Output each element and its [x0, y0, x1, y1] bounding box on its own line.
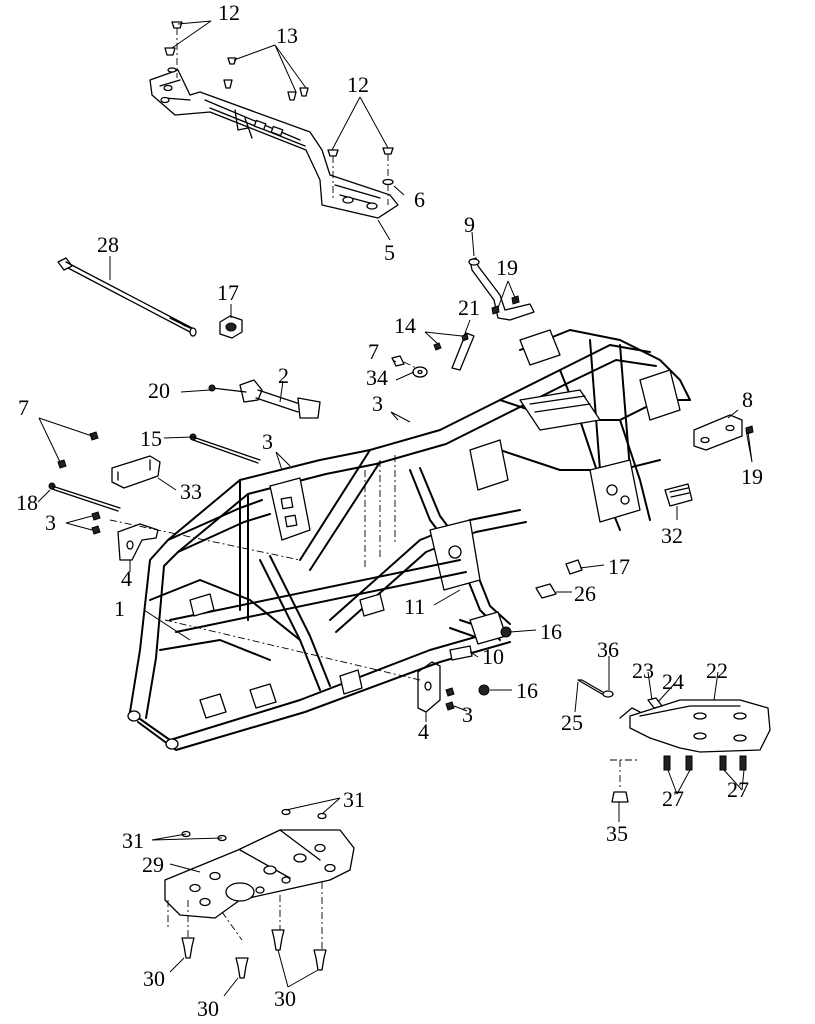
callout-30-right: 30 [274, 986, 296, 1011]
cross-tube [208, 379, 321, 419]
callout-numbers: 12 13 12 6 5 28 17 9 19 21 14 7 34 8 19 … [16, 0, 763, 1021]
callout-2: 2 [278, 363, 289, 388]
main-frame [109, 329, 691, 751]
callout-18: 18 [16, 490, 38, 515]
callout-25: 25 [561, 710, 583, 735]
callout-17-top: 17 [217, 280, 239, 305]
callout-3-left: 3 [45, 510, 56, 535]
callout-27-right: 27 [727, 777, 749, 802]
callout-5: 5 [384, 240, 395, 265]
leader-lines [37, 20, 753, 997]
callout-20: 20 [148, 378, 170, 403]
callout-35: 35 [606, 821, 628, 846]
callout-36: 36 [597, 637, 619, 662]
callout-31-left: 31 [122, 828, 144, 853]
callout-16-upper: 16 [540, 619, 562, 644]
callout-28: 28 [97, 232, 119, 257]
callout-4-right: 4 [418, 719, 429, 744]
callout-21: 21 [458, 295, 480, 320]
long-bolts [48, 433, 261, 512]
callout-34: 34 [366, 365, 388, 390]
side-bracket [693, 414, 754, 451]
callout-12-top: 12 [218, 0, 240, 25]
shift-link-bracket [468, 257, 535, 321]
callout-11: 11 [404, 594, 425, 619]
callout-1: 1 [114, 596, 125, 621]
callout-10: 10 [482, 644, 504, 669]
axle-nut [219, 315, 243, 339]
mount-bracket-4-left [91, 511, 159, 561]
callout-7-mid: 7 [368, 339, 379, 364]
rear-axle-shaft [57, 257, 197, 337]
callout-32: 32 [661, 523, 683, 548]
callout-19-top: 19 [496, 255, 518, 280]
callout-29: 29 [142, 852, 164, 877]
callout-26: 26 [574, 581, 596, 606]
mount-bracket-4-right [417, 661, 455, 713]
callout-19-right: 19 [741, 464, 763, 489]
front-skid-plate [164, 808, 355, 979]
front-rack-bracket [149, 69, 399, 219]
callout-9: 9 [464, 212, 475, 237]
mount-bracket-33 [57, 431, 161, 489]
callout-3-lower: 3 [462, 702, 473, 727]
washer-bolt [391, 355, 428, 378]
callout-4-left: 4 [121, 566, 132, 591]
callout-7-left: 7 [18, 395, 29, 420]
callout-30-left: 30 [143, 966, 165, 991]
callout-6: 6 [414, 187, 425, 212]
callout-8: 8 [742, 387, 753, 412]
frame-pads [449, 483, 693, 696]
callout-3-center: 3 [262, 429, 273, 454]
callout-12-right: 12 [347, 72, 369, 97]
callout-14: 14 [394, 313, 416, 338]
callout-27-left: 27 [662, 786, 684, 811]
callout-15: 15 [140, 426, 162, 451]
callout-33: 33 [180, 479, 202, 504]
callout-3-upper: 3 [372, 391, 383, 416]
callout-24: 24 [662, 669, 684, 694]
callout-23: 23 [632, 658, 654, 683]
strap-clip [433, 332, 475, 371]
callout-31-right: 31 [343, 787, 365, 812]
callout-30-bottom: 30 [197, 996, 219, 1021]
callout-22: 22 [706, 658, 728, 683]
callout-13: 13 [276, 23, 298, 48]
callout-16-lower: 16 [516, 678, 538, 703]
callout-17-right: 17 [608, 554, 630, 579]
rear-skid-plate [577, 679, 771, 803]
